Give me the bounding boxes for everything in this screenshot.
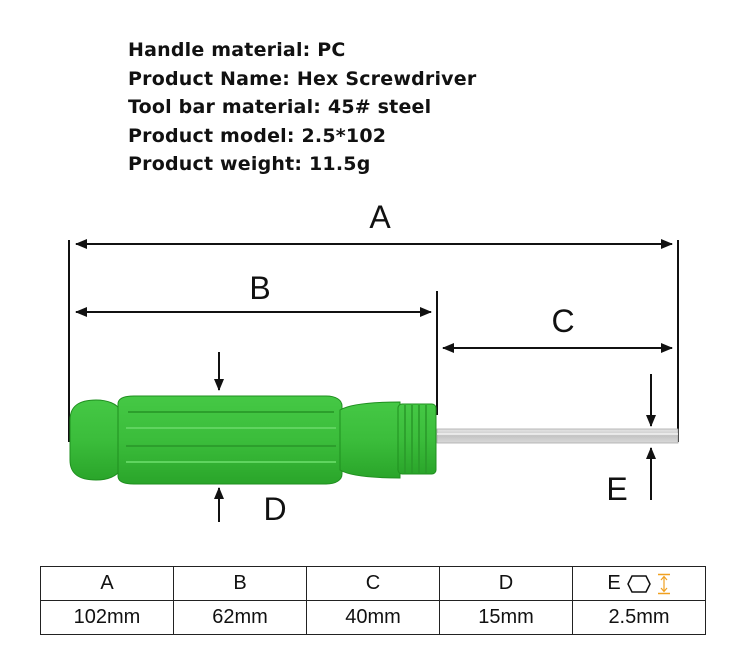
spec-product-model: Product model: 2.5*102 (128, 124, 387, 147)
spec-product-weight: Product weight: 11.5g (128, 153, 371, 175)
dimension-table: A B C D E 102mm 62mm 40mm 15mm (40, 566, 706, 635)
screwdriver-shaft (436, 428, 679, 444)
dimension-e-label: E (606, 471, 627, 507)
height-arrow-icon (657, 573, 670, 594)
dimension-a-label: A (369, 199, 391, 235)
dimension-d-label: D (263, 491, 286, 527)
header-e-cell: E (572, 566, 706, 601)
spec-product-name: Product Name: Hex Screwdriver (128, 67, 477, 90)
header-a: A (40, 566, 174, 601)
dimension-table-header-row: A B C D E (40, 566, 706, 601)
header-b: B (173, 566, 307, 601)
hexagon-icon (626, 574, 651, 593)
handle-grip (117, 395, 343, 485)
screwdriver-handle (69, 395, 437, 485)
handle-collar (397, 403, 437, 475)
value-d: 15mm (439, 600, 573, 635)
dimension-c-label: C (551, 303, 574, 339)
spec-handle-material: Handle material: PC (128, 39, 346, 61)
value-c: 40mm (306, 600, 440, 635)
value-a: 102mm (40, 600, 174, 635)
header-e-group: E (607, 572, 670, 595)
header-c: C (306, 566, 440, 601)
value-b: 62mm (173, 600, 307, 635)
spec-list: Handle material: PC Product Name: Hex Sc… (128, 36, 476, 179)
header-e: E (607, 572, 621, 594)
handle-end-knob (69, 399, 121, 481)
value-e: 2.5mm (572, 600, 706, 635)
dimension-b-label: B (249, 270, 270, 306)
dimension-table-value-row: 102mm 62mm 40mm 15mm 2.5mm (40, 600, 706, 635)
header-d: D (439, 566, 573, 601)
spec-tool-bar-material: Tool bar material: 45# steel (128, 96, 432, 118)
handle-neck (339, 401, 401, 479)
